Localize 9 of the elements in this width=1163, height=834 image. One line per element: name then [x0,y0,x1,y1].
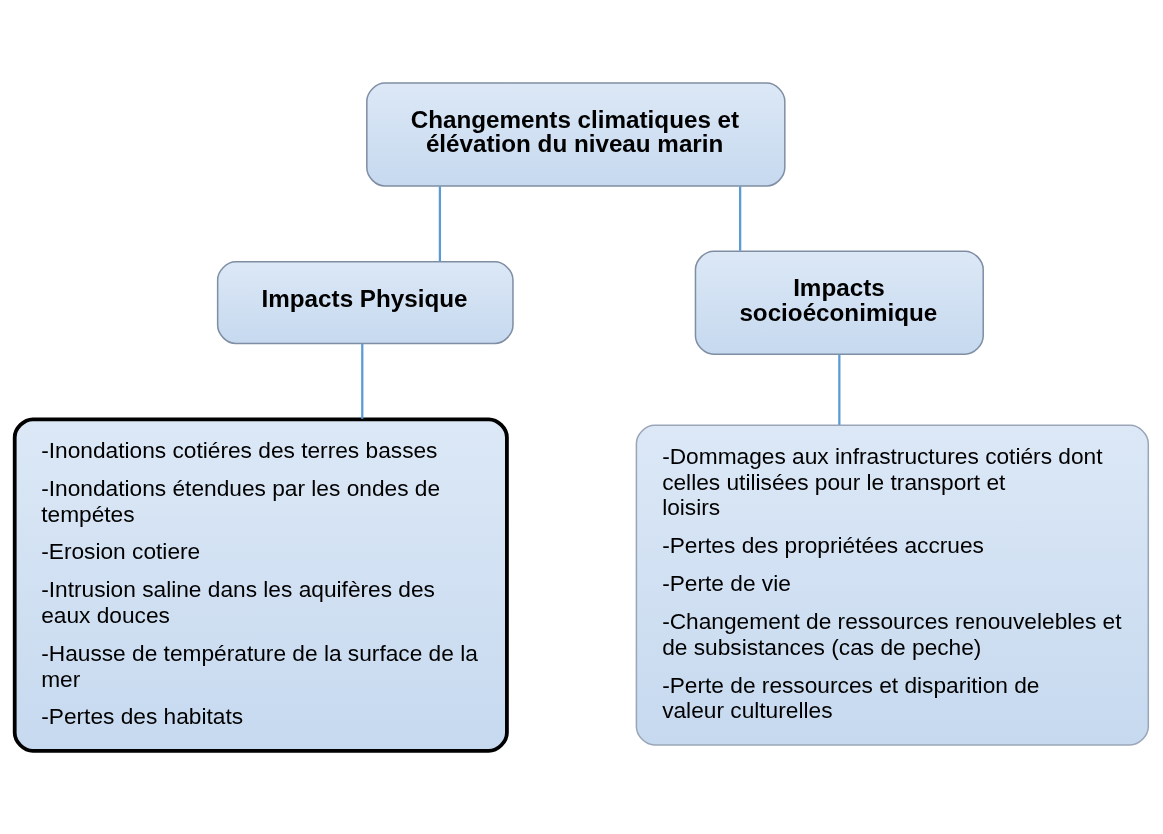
node-box: Impacts socioéconimique [694,250,984,355]
node-box: Changements climatiques et élévation du niveau marin [366,82,786,187]
node-box: -Inondations cotiéres des terres basses -Inondations étendues par les ondes de tempétes -Erosion cotiere -Intrusion saline dans les aquifères des eaux douces -Hausse de température de la surface de la mer -Pertes des habitats [12,417,509,753]
connector [438,186,442,262]
connector [739,186,742,251]
node-box: Impacts Physique [216,261,514,345]
node-box: -Dommages aux infrastructures cotiérs dont celles utilisées pour le transport et loisirs -Pertes des propriétées accrues -Perte de vie -Changement de ressources renouvelebles et de subsistances (cas de peche) -Perte de ressources et disparition de valeur culturelles [635,424,1150,746]
connector [838,354,841,425]
connector [361,343,364,419]
